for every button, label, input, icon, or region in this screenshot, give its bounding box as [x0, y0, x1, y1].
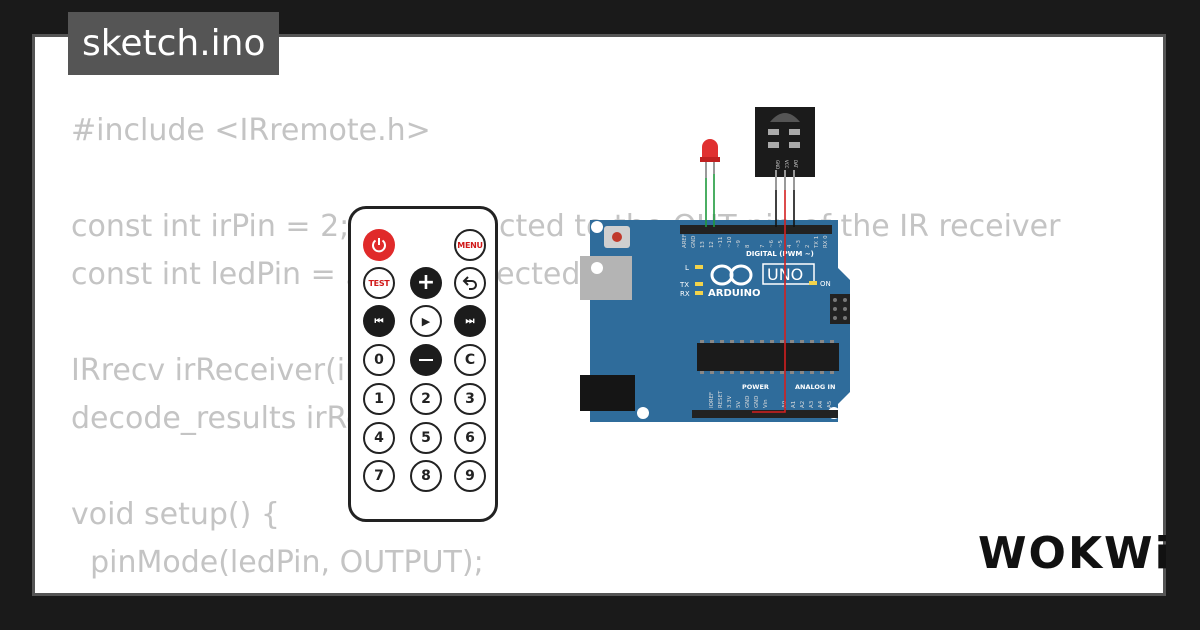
ir-pin-dat: DAT — [793, 160, 798, 168]
pin-11: ~11 — [718, 237, 724, 248]
remote-back-button[interactable] — [454, 267, 486, 299]
ir-remote: MENU TEST + ⏮ ▶ ⏭ 0 C 1 2 3 4 5 6 7 8 9 — [348, 206, 498, 522]
red-led[interactable] — [700, 139, 720, 178]
pin-13: 13 — [700, 241, 706, 248]
minus-icon — [419, 359, 433, 361]
ir-pin-gnd: GND — [775, 160, 780, 169]
atmega-chip — [697, 343, 839, 371]
pin-gnd-2: GND — [754, 396, 760, 408]
simulator-frame: #include <IRremote.h> const int irPin = … — [32, 34, 1166, 596]
remote-button-1[interactable]: 1 — [363, 383, 395, 415]
remote-button-3[interactable]: 3 — [454, 383, 486, 415]
remote-button-5[interactable]: 5 — [410, 422, 442, 454]
remote-test-button[interactable]: TEST — [363, 267, 395, 299]
ir-pin-vcc: VCC — [784, 160, 789, 169]
digital-label: DIGITAL (PWM ~) — [746, 250, 814, 258]
pin-a5: A5 — [827, 401, 833, 408]
pin-reset: RESET — [718, 390, 724, 408]
power-analog-header — [692, 410, 838, 418]
remote-button-7[interactable]: 7 — [363, 460, 395, 492]
remote-button-9[interactable]: 9 — [454, 460, 486, 492]
pin-a1: A1 — [791, 401, 797, 408]
rewind-icon: ⏮ — [374, 315, 384, 327]
pin-7: 7 — [760, 245, 766, 248]
pin-6: ~6 — [769, 239, 775, 248]
power-jack — [580, 375, 635, 411]
pin-2: 2 — [805, 245, 811, 248]
pin-3v3: 3.3V — [727, 395, 733, 408]
pin-vin: Vin — [763, 400, 769, 408]
pin-tx1: TX 1 — [814, 236, 820, 249]
remote-next-button[interactable]: ⏭ — [454, 305, 486, 337]
pin-gnd-1: GND — [745, 396, 751, 408]
pin-3: ~3 — [796, 240, 802, 248]
pin-4: 4 — [787, 244, 793, 248]
ir-receiver[interactable]: GND VCC DAT — [755, 107, 815, 190]
pin-9: ~9 — [736, 239, 742, 248]
play-icon: ▶ — [421, 314, 431, 328]
pin-a3: A3 — [809, 401, 815, 408]
remote-minus-button[interactable] — [410, 344, 442, 376]
digital-header — [680, 225, 832, 234]
fast-forward-icon: ⏭ — [465, 315, 475, 327]
remote-button-4[interactable]: 4 — [363, 422, 395, 454]
remote-plus-button[interactable]: + — [410, 267, 442, 299]
remote-c-button[interactable]: C — [454, 344, 486, 376]
back-arrow-icon — [462, 276, 477, 290]
pin-12: 12 — [709, 241, 715, 248]
wokwi-logo: WOKWi — [978, 528, 1172, 579]
on-label: ON — [820, 280, 831, 288]
file-tab[interactable]: sketch.ino — [68, 12, 280, 75]
power-icon — [372, 238, 386, 253]
led-l-label: L — [685, 264, 689, 272]
tx-label: TX — [679, 281, 689, 289]
pin-8: 8 — [745, 244, 751, 248]
pin-5v: 5V — [736, 401, 742, 408]
remote-button-8[interactable]: 8 — [410, 460, 442, 492]
rx-label: RX — [680, 290, 690, 298]
pin-5: ~5 — [778, 240, 784, 248]
remote-power-button[interactable] — [363, 229, 395, 261]
circuit-diagram: GND VCC DAT AREF GND 13 12 ~11 ~10 ~9 8 … — [580, 107, 850, 422]
remote-prev-button[interactable]: ⏮ — [363, 305, 395, 337]
remote-button-6[interactable]: 6 — [454, 422, 486, 454]
analog-label: ANALOG IN — [795, 383, 835, 391]
power-label: POWER — [742, 383, 769, 391]
pin-gnd: GND — [691, 236, 697, 248]
arduino-infinity-logo — [710, 264, 753, 286]
pin-a2: A2 — [800, 401, 806, 408]
remote-play-button[interactable]: ▶ — [410, 305, 442, 337]
pin-10: ~10 — [727, 236, 733, 248]
plus-icon: + — [416, 270, 436, 295]
remote-button-0[interactable]: 0 — [363, 344, 395, 376]
arduino-brand: ARDUINO — [708, 288, 760, 299]
usb-port — [580, 256, 632, 300]
code-editor[interactable]: #include <IRremote.h> const int irPin = … — [71, 113, 1061, 580]
pin-aref: AREF — [682, 234, 688, 248]
wires — [705, 174, 795, 413]
pin-rx0: RX 0 — [823, 235, 829, 248]
pin-a4: A4 — [818, 400, 824, 408]
remote-button-2[interactable]: 2 — [410, 383, 442, 415]
pin-ioref: IOREF — [709, 392, 715, 408]
remote-menu-button[interactable]: MENU — [454, 229, 486, 261]
